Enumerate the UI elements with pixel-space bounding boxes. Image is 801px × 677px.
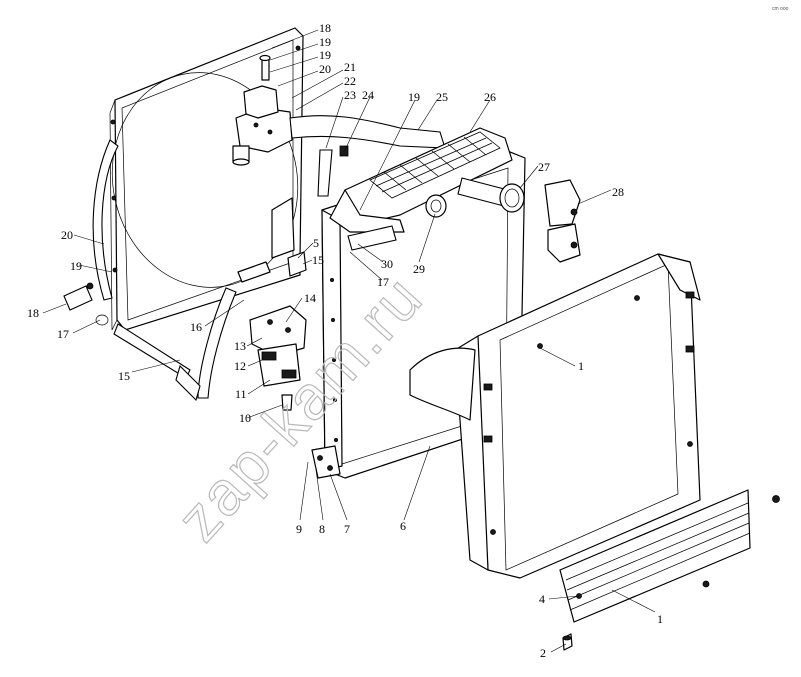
callout-2: 2 <box>540 646 546 660</box>
callout-22: 19 <box>319 35 331 49</box>
callout-4: 5 <box>313 236 319 250</box>
callout-23: 19 <box>319 48 331 62</box>
top-tank <box>329 127 513 233</box>
callout-7: 8 <box>319 522 325 536</box>
callout-19-left: 19 <box>70 259 82 273</box>
clamp-28 <box>339 145 349 157</box>
deflector-plate <box>559 489 780 623</box>
leader-lines <box>42 29 656 653</box>
mounting-brackets <box>237 251 307 411</box>
callout-18: 18 <box>27 306 39 320</box>
callout-9: 10 <box>239 411 251 425</box>
bracket-32 <box>544 179 581 227</box>
coupling-33 <box>425 194 447 218</box>
vent-tube <box>317 149 333 197</box>
callout-32: 28 <box>612 185 624 199</box>
callout-15: 15 <box>118 369 130 383</box>
callout-1-bottom: 1 <box>657 612 663 626</box>
callout-12: 13 <box>234 339 246 353</box>
callout-29: 25 <box>436 90 448 104</box>
callout-13: 14 <box>304 291 316 305</box>
callout-1-right: 1 <box>578 359 584 373</box>
callout-25: 21 <box>344 60 356 74</box>
callout-27: 23 <box>344 88 356 102</box>
callout-17-center: 17 <box>377 275 389 289</box>
callout-10: 11 <box>235 387 247 401</box>
callout-labels: 18 19 19 20 21 22 23 24 19 25 26 27 28 2… <box>27 21 663 660</box>
lower-bracket <box>311 445 341 479</box>
upper-hose <box>289 115 446 149</box>
callout-14: 15 <box>312 253 324 267</box>
callout-34: 30 <box>381 257 393 271</box>
expansion-valve-block <box>232 54 293 166</box>
callout-3: 4 <box>539 592 545 606</box>
connector-34 <box>347 225 397 251</box>
callout-20: 20 <box>61 228 73 242</box>
callout-24: 20 <box>319 62 331 76</box>
callout-8: 9 <box>296 522 302 536</box>
callout-17-left: 17 <box>57 327 69 341</box>
callout-19-top: 19 <box>408 90 420 104</box>
lower-return-hose <box>197 287 237 399</box>
callout-11: 12 <box>234 359 246 373</box>
fan-shroud <box>109 27 304 331</box>
callout-33: 29 <box>413 262 425 276</box>
callout-26: 22 <box>344 74 356 88</box>
callout-30: 26 <box>484 90 496 104</box>
callout-5: 6 <box>400 519 406 533</box>
charge-air-cooler <box>409 253 701 579</box>
callout-21: 18 <box>319 21 331 35</box>
callout-28: 24 <box>362 88 374 102</box>
side-hose <box>92 139 119 301</box>
hose-18 <box>63 285 93 311</box>
callout-6: 7 <box>344 522 350 536</box>
callout-31: 27 <box>538 160 550 174</box>
callout-16: 16 <box>190 320 202 334</box>
coupling-31 <box>499 183 525 213</box>
corner-mark: cm ooo <box>772 6 789 12</box>
bolt-2 <box>562 633 573 651</box>
